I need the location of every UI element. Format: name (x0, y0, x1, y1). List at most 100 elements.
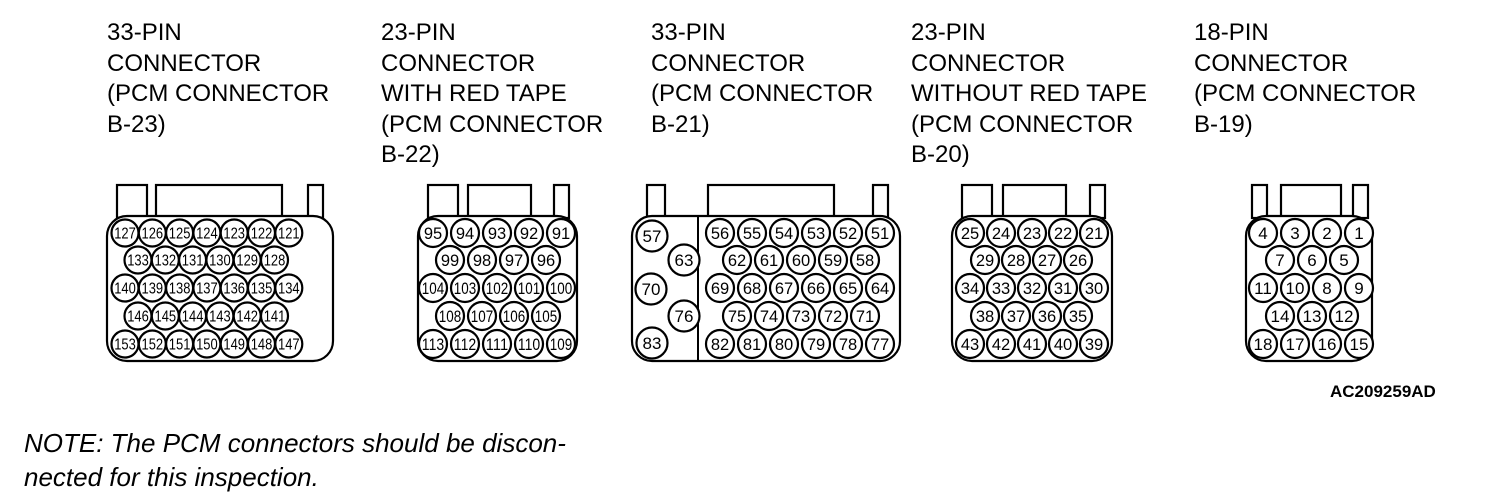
pin-label-96: 96 (537, 252, 555, 270)
pin-label-73: 73 (792, 308, 810, 326)
pin-label-18: 18 (1254, 335, 1273, 354)
pin-18 (1247, 328, 1279, 360)
pin-label-63: 63 (675, 251, 694, 270)
pin-label-8: 8 (1322, 279, 1331, 298)
pin-109 (545, 328, 577, 360)
pin-121 (274, 218, 304, 248)
pin-label-91: 91 (552, 225, 570, 243)
pin-107 (466, 300, 498, 332)
pin-label-134: 134 (278, 281, 300, 298)
pin-label-131: 131 (182, 253, 204, 270)
pin-51 (864, 217, 896, 249)
pin-13 (1296, 300, 1328, 332)
pin-41 (1016, 328, 1048, 360)
pin-33 (985, 272, 1017, 304)
pin-label-126: 126 (142, 226, 164, 243)
pin-111 (481, 328, 513, 360)
pin-6 (1296, 244, 1328, 276)
pin-66 (800, 272, 832, 304)
pin-label-135: 135 (251, 281, 273, 298)
pin-99 (434, 244, 466, 276)
latch-tab (1250, 183, 1269, 220)
pin-label-30: 30 (1085, 280, 1103, 298)
pin-label-7: 7 (1275, 251, 1284, 270)
pin-label-32: 32 (1023, 280, 1041, 298)
pin-label-22: 22 (1054, 225, 1072, 243)
latch-tab (115, 183, 149, 220)
pin-label-150: 150 (196, 337, 218, 354)
pin-label-98: 98 (473, 252, 491, 270)
pin-label-21: 21 (1085, 225, 1103, 243)
pin-label-130: 130 (209, 253, 231, 270)
pin-label-147: 147 (278, 337, 300, 354)
pin-label-36: 36 (1038, 308, 1056, 326)
pin-label-3: 3 (1290, 224, 1299, 243)
key-block (706, 183, 836, 220)
pin-82 (704, 328, 736, 360)
pin-72 (817, 300, 849, 332)
pin-73 (785, 300, 817, 332)
pin-98 (466, 244, 498, 276)
latch-tab (552, 183, 571, 220)
pin-67 (768, 272, 800, 304)
pin-21 (1078, 217, 1110, 249)
pin-104 (417, 272, 449, 304)
latch-tab (306, 183, 325, 220)
pin-label-1: 1 (1354, 224, 1363, 243)
pin-label-127: 127 (114, 226, 136, 243)
pin-label-129: 129 (236, 253, 258, 270)
pin-label-37: 37 (1007, 308, 1025, 326)
pin-53 (800, 217, 832, 249)
latch-tab (426, 183, 460, 220)
inspection-note: NOTE: The PCM connectors should be disco… (24, 428, 566, 492)
pin-label-79: 79 (807, 336, 825, 354)
pin-label-141: 141 (264, 309, 286, 326)
pin-57 (635, 219, 669, 253)
pin-label-55: 55 (743, 225, 761, 243)
pin-label-149: 149 (223, 337, 245, 354)
pin-62 (721, 244, 753, 276)
pin-9 (1343, 272, 1375, 304)
connector-label-b22: 23-PIN CONNECTOR WITH RED TAPE (PCM CONN… (381, 19, 604, 168)
pin-34 (954, 272, 986, 304)
pin-label-92: 92 (520, 225, 538, 243)
pin-label-107: 107 (471, 308, 493, 326)
pin-label-17: 17 (1286, 335, 1305, 354)
pin-label-57: 57 (643, 227, 662, 246)
pin-label-41: 41 (1023, 336, 1041, 354)
pin-25 (954, 217, 986, 249)
latch-tab (645, 183, 667, 220)
pin-label-145: 145 (155, 309, 177, 326)
pin-label-142: 142 (236, 309, 258, 326)
pin-38 (969, 300, 1001, 332)
pin-label-109: 109 (550, 336, 572, 354)
pin-100 (545, 272, 577, 304)
pin-label-72: 72 (824, 308, 842, 326)
pin-128 (259, 245, 290, 275)
pin-label-10: 10 (1286, 279, 1305, 298)
pin-label-56: 56 (711, 225, 729, 243)
pin-134 (274, 273, 304, 303)
pin-label-137: 137 (196, 281, 218, 298)
pin-label-59: 59 (824, 252, 842, 270)
connector-label-b21: 33-PIN CONNECTOR (PCM CONNECTOR B-21) (651, 19, 874, 138)
key-block (1001, 183, 1068, 220)
pin-label-34: 34 (961, 280, 979, 298)
pin-label-111: 111 (486, 336, 508, 354)
pin-17 (1279, 328, 1311, 360)
key-block (154, 183, 284, 220)
pin-103 (449, 272, 481, 304)
pin-label-121: 121 (278, 226, 300, 243)
pin-label-2: 2 (1322, 224, 1331, 243)
pin-label-27: 27 (1038, 252, 1056, 270)
pin-label-14: 14 (1271, 307, 1290, 326)
pin-label-144: 144 (182, 309, 204, 326)
pin-label-151: 151 (169, 337, 191, 354)
pin-label-60: 60 (792, 252, 810, 270)
pin-12 (1328, 300, 1360, 332)
pin-label-69: 69 (711, 280, 729, 298)
